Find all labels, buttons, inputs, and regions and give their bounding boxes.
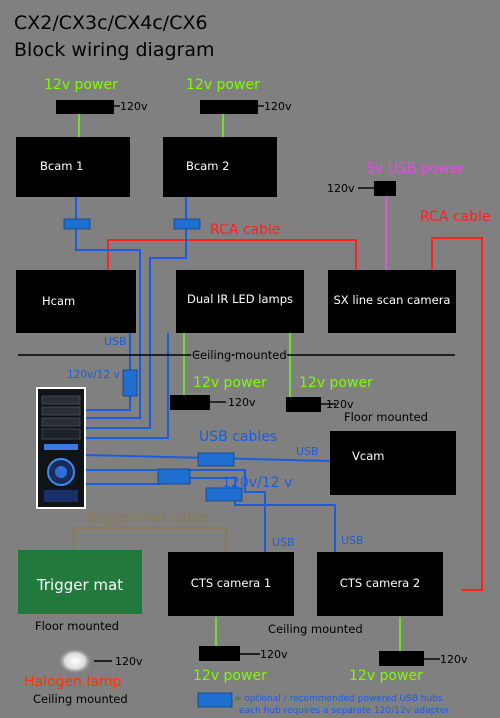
bcam2-label: Bcam 2 xyxy=(186,159,229,173)
ir-lamps-box xyxy=(176,270,304,333)
cts2-power-label: 12v power xyxy=(349,668,423,684)
legend-line2: each hub requires a separate 120/12v ada… xyxy=(239,706,449,716)
outlet-leads xyxy=(94,105,440,662)
bcam2-120v-label: 120v xyxy=(264,100,292,113)
bcam1-120v-label: 120v xyxy=(120,100,148,113)
ir-lamps-label: Dual IR LED lamps xyxy=(187,292,293,306)
ir-lamp2-adapter xyxy=(286,397,321,412)
bcam1-power-label: 12v power xyxy=(44,77,118,93)
usb-power-label: 5v USB power xyxy=(366,161,464,177)
bcam2-box xyxy=(163,137,277,197)
usb-power-adapter xyxy=(374,181,396,196)
sx-camera-box xyxy=(328,270,456,333)
bcam2-adapter xyxy=(200,100,258,114)
cts2-label: CTS camera 2 xyxy=(340,576,420,590)
cts1-adapter xyxy=(199,646,240,661)
halogen-120v-label: 120v xyxy=(115,655,143,668)
hcam-hub xyxy=(122,369,138,397)
cts2-120v-label: 120v xyxy=(440,653,468,666)
trigger-mat-cable xyxy=(73,527,227,552)
cts2-box xyxy=(317,552,443,616)
trigger-mat-box xyxy=(18,550,142,614)
cts1-usb-label: USB xyxy=(272,536,295,549)
usb-hubs xyxy=(63,218,243,708)
cts-hub-2 xyxy=(205,487,243,502)
hcam-usb-label: USB xyxy=(104,335,127,348)
vcam-label: Vcam xyxy=(352,449,384,463)
vcam-box xyxy=(330,431,456,495)
ceiling-mounted-label-1: Ceiling mounted xyxy=(192,348,287,362)
title-line2: Block wiring diagram xyxy=(14,39,214,61)
halogen-lamp-icon xyxy=(58,648,92,674)
ir-lamp1-adapter xyxy=(170,395,210,410)
floor-mounted-label-2: Floor mounted xyxy=(35,619,119,633)
sx-camera-label: SX line scan camera xyxy=(334,293,451,307)
vcam-hub xyxy=(197,452,235,467)
bcam1-label: Bcam 1 xyxy=(40,159,83,173)
legend-line1: = optional / recommended powered USB hub… xyxy=(234,694,443,704)
legend-hub xyxy=(197,692,233,708)
pc-tower-icon xyxy=(36,387,86,509)
cts2-usb-label: USB xyxy=(341,534,364,547)
ir-lamp1-120v-label: 120v xyxy=(228,396,256,409)
cts1-120v-label: 120v xyxy=(260,648,288,661)
usb-cables-label: USB cables xyxy=(199,429,277,445)
ir-lamp2-120v-label: 120v xyxy=(326,398,354,411)
halogen-label: Halogen lamp xyxy=(24,674,121,690)
cts2-adapter xyxy=(379,651,424,666)
bcam2-hub xyxy=(173,218,201,230)
bcam2-power-label: 12v power xyxy=(186,77,260,93)
power-adapters xyxy=(56,100,424,666)
rca-cables xyxy=(107,237,483,591)
ir-lamp1-power-label: 12v power xyxy=(193,375,267,391)
ceiling-mounted-label-3: Ceiling mounted xyxy=(33,692,128,706)
rca-cable-label-2: RCA cable xyxy=(420,209,491,225)
vcam-usb-label: USB xyxy=(296,445,319,458)
bcam1-box xyxy=(16,137,130,197)
rca-cable-label-1: RCA cable xyxy=(210,222,281,238)
hcam-box xyxy=(16,270,136,333)
floor-mounted-label-1: Floor mounted xyxy=(344,410,428,424)
title-line1: CX2/CX3c/CX4c/CX6 xyxy=(14,12,208,34)
power-leads xyxy=(78,112,401,652)
bcam1-hub xyxy=(63,218,91,230)
trigger-mat-cable-label: Trigger mat cable xyxy=(85,510,209,526)
ir-lamp2-power-label: 12v power xyxy=(299,375,373,391)
cts-hub-1 xyxy=(157,468,191,485)
trigger-mat-label: Trigger mat xyxy=(36,576,123,594)
usb-power-120v-label: 120v xyxy=(327,182,355,195)
hcam-label: Hcam xyxy=(42,294,75,308)
hcam-hub-power-label: 120v/12 v xyxy=(67,369,120,381)
cts1-box xyxy=(168,552,294,616)
cts-hub-power-label: 120v/12 v xyxy=(222,475,292,491)
bcam1-adapter xyxy=(56,100,114,114)
cts1-power-label: 12v power xyxy=(193,668,267,684)
cts1-label: CTS camera 1 xyxy=(191,576,271,590)
ceiling-mounted-label-2: Ceiling mounted xyxy=(268,622,363,636)
